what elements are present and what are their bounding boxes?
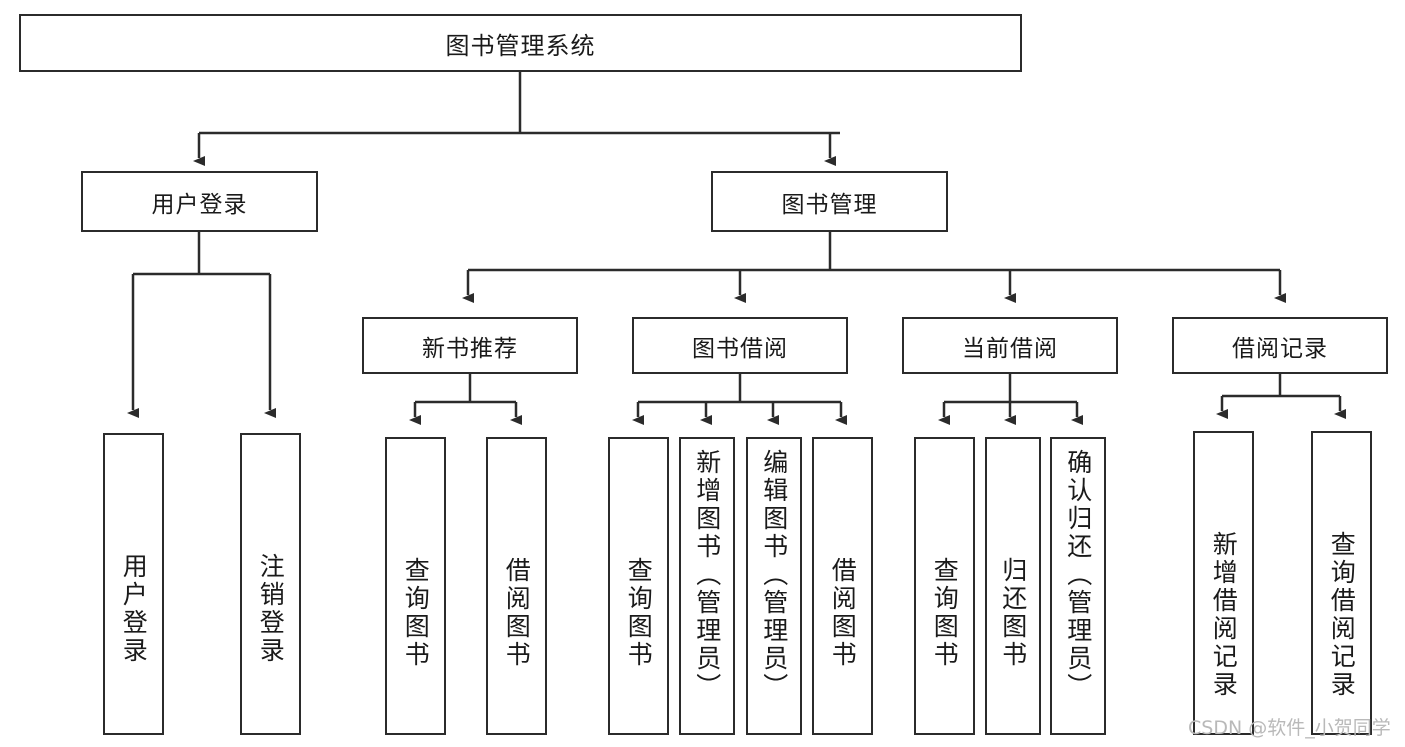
- leaf-label: 编辑图书（管理员）: [759, 449, 789, 701]
- leaf-label: 查询图书: [624, 557, 654, 669]
- node-label: 新书推荐: [422, 335, 518, 362]
- leaf-current-borrow-query-book[interactable]: 查询图书: [914, 437, 975, 735]
- leaf-label: 新增图书（管理员）: [692, 449, 722, 701]
- node-label: 图书借阅: [692, 335, 788, 362]
- node-book-management[interactable]: 图书管理: [711, 171, 948, 232]
- node-root-book-management-system[interactable]: 图书管理系统: [19, 14, 1022, 72]
- leaf-label: 归还图书: [998, 557, 1028, 669]
- node-new-book-recommend[interactable]: 新书推荐: [362, 317, 578, 374]
- leaf-book-borrow-borrow-book[interactable]: 借阅图书: [812, 437, 873, 735]
- leaf-label: 查询图书: [930, 557, 960, 669]
- leaf-book-borrow-query-book[interactable]: 查询图书: [608, 437, 669, 735]
- node-current-borrow[interactable]: 当前借阅: [902, 317, 1118, 374]
- leaf-current-borrow-confirm-return-admin[interactable]: 确认归还（管理员）: [1050, 437, 1106, 735]
- node-label: 用户登录: [151, 191, 248, 218]
- leaf-current-borrow-return-book[interactable]: 归还图书: [985, 437, 1041, 735]
- leaf-label: 确认归还（管理员）: [1063, 449, 1093, 701]
- node-label: 图书管理: [781, 191, 878, 218]
- leaf-label: 查询图书: [401, 557, 431, 669]
- leaf-borrow-record-add-record[interactable]: 新增借阅记录: [1193, 431, 1254, 735]
- leaf-label: 注销登录: [256, 553, 286, 665]
- leaf-label: 用户登录: [119, 553, 149, 665]
- node-label: 借阅记录: [1232, 335, 1328, 362]
- leaf-new-book-borrow-book[interactable]: 借阅图书: [486, 437, 547, 735]
- leaf-user-login-logout[interactable]: 注销登录: [240, 433, 301, 735]
- leaf-label: 新增借阅记录: [1209, 531, 1239, 699]
- leaf-book-borrow-add-book-admin[interactable]: 新增图书（管理员）: [679, 437, 735, 735]
- leaf-user-login-login[interactable]: 用户登录: [103, 433, 164, 735]
- leaf-label: 借阅图书: [828, 557, 858, 669]
- csdn-watermark: CSDN @软件_小贺同学: [1188, 717, 1391, 739]
- node-label: 当前借阅: [962, 335, 1058, 362]
- node-book-borrow[interactable]: 图书借阅: [632, 317, 848, 374]
- leaf-label: 查询借阅记录: [1327, 531, 1357, 699]
- leaf-new-book-query-book[interactable]: 查询图书: [385, 437, 446, 735]
- leaf-borrow-record-query-record[interactable]: 查询借阅记录: [1311, 431, 1372, 735]
- node-borrow-record[interactable]: 借阅记录: [1172, 317, 1388, 374]
- node-user-login[interactable]: 用户登录: [81, 171, 318, 232]
- leaf-book-borrow-edit-book-admin[interactable]: 编辑图书（管理员）: [746, 437, 802, 735]
- leaf-label: 借阅图书: [502, 557, 532, 669]
- node-label: 图书管理系统: [445, 31, 596, 60]
